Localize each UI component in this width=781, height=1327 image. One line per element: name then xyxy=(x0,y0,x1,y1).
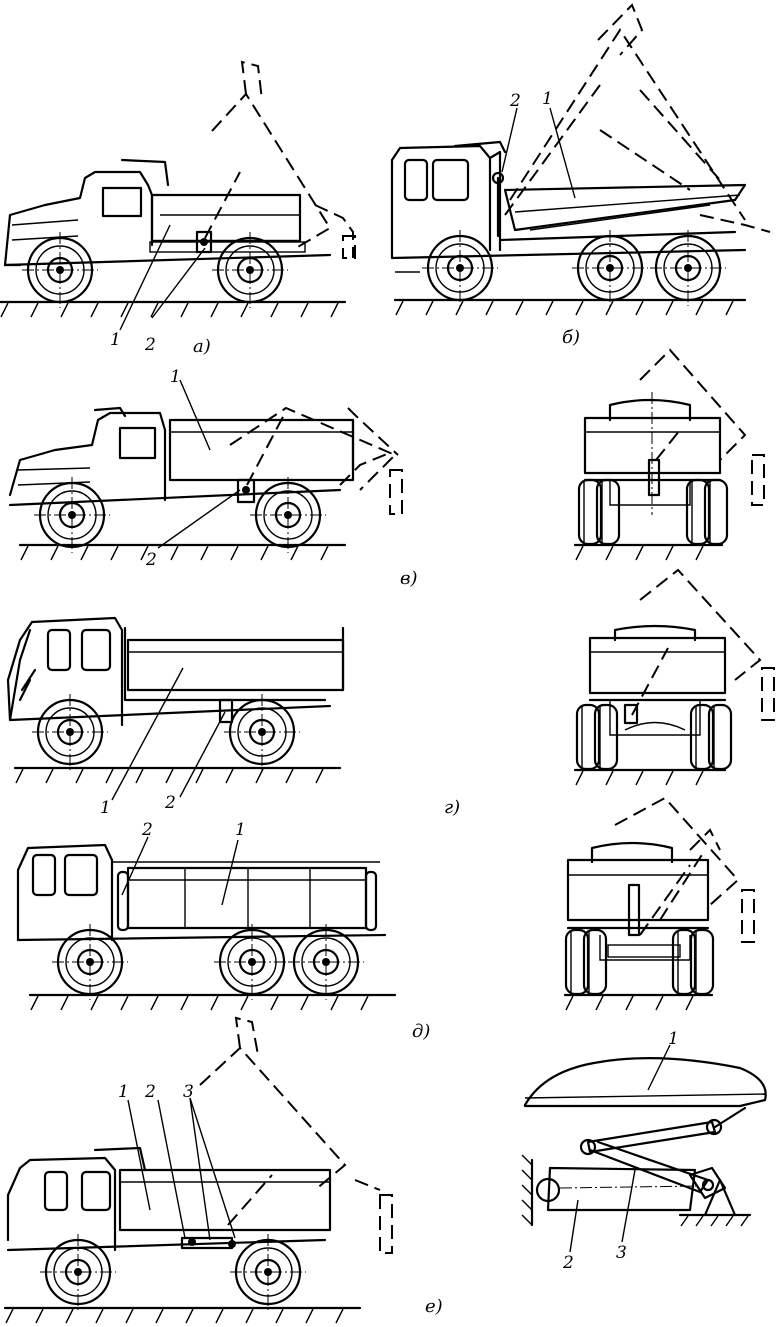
label-cylinder: 2 xyxy=(144,1082,156,1102)
caption-a: а) xyxy=(193,336,211,357)
leader-lines xyxy=(111,667,226,801)
ground-line xyxy=(0,300,347,318)
detail-wall xyxy=(521,1154,534,1227)
detail-linkage xyxy=(579,1106,747,1200)
ground-line xyxy=(573,768,727,786)
tipped-body-dashed xyxy=(211,60,356,259)
rear-wheel xyxy=(222,692,302,772)
label-cylinder: 2 xyxy=(141,820,153,840)
ground-line xyxy=(3,1306,362,1324)
label-linkage: 3 xyxy=(183,1082,194,1102)
truck-body xyxy=(6,1146,332,1252)
rear-wheel xyxy=(248,475,328,555)
tipped-body-dashed xyxy=(639,568,775,721)
panel-e-linkage-detail: 1 2 3 xyxy=(521,1029,767,1273)
label-body: 1 xyxy=(118,1082,129,1102)
caption-b: б) xyxy=(562,327,580,348)
rear-wheel xyxy=(228,1232,308,1312)
truck-body xyxy=(390,140,747,273)
hydraulic-lift-cylinder xyxy=(627,849,706,937)
panel-b: 2 1 б) xyxy=(390,3,771,348)
hydraulic-lift-cylinder xyxy=(180,1174,273,1250)
middle-wheel xyxy=(570,228,650,308)
label-detail-cylinder: 2 xyxy=(562,1253,574,1273)
hydraulic-lift-cylinder xyxy=(236,412,286,504)
front-wheel xyxy=(20,230,100,310)
leader-lines xyxy=(119,224,206,331)
ground-line xyxy=(13,766,342,784)
truck-body xyxy=(16,843,387,942)
tipped-body-dashed xyxy=(614,796,755,943)
label-body: 1 xyxy=(170,367,181,387)
panel-e-side-view: 1 2 3 е) xyxy=(3,1016,443,1324)
front-wheel xyxy=(420,228,500,308)
front-wheel xyxy=(38,1232,118,1312)
rear-wheel xyxy=(648,228,728,308)
label-body: 1 xyxy=(110,330,121,350)
panel-a: 1 2 а) xyxy=(0,60,356,357)
tipped-body-dashed xyxy=(639,348,765,506)
tipped-body-dashed xyxy=(199,1016,393,1254)
label-cylinder: 2 xyxy=(145,550,157,570)
leader-lines xyxy=(157,379,241,549)
leader-lines xyxy=(121,836,239,906)
front-wheel xyxy=(32,475,112,555)
caption-v: в) xyxy=(400,568,418,589)
hydraulic-lift-cylinder xyxy=(647,429,681,497)
label-cylinder: 2 xyxy=(509,91,521,111)
hydraulic-lift-cylinder xyxy=(491,84,601,238)
hydraulic-lift-cylinder xyxy=(623,647,669,725)
rear-body xyxy=(588,624,727,736)
rear-body xyxy=(583,392,722,515)
leader-lines xyxy=(127,1097,236,1241)
label-cylinder: 2 xyxy=(164,793,176,813)
panel-v-rear-view xyxy=(573,348,765,561)
label-cylinder: 2 xyxy=(144,335,156,355)
panel-g-side-view: 1 2 г) xyxy=(6,616,460,818)
label-detail-linkage: 3 xyxy=(616,1243,627,1263)
tipped-body-dashed xyxy=(229,406,403,515)
truck-body xyxy=(3,158,332,267)
front-wheel xyxy=(30,692,110,772)
truck-body xyxy=(6,616,345,727)
detail-cylinder xyxy=(535,1166,701,1212)
ground-line xyxy=(573,543,724,561)
panel-g-rear-view xyxy=(573,568,775,786)
ground-line xyxy=(28,993,397,1011)
tipped-body-dashed xyxy=(509,3,771,233)
panel-d-side-view: 2 1 д) xyxy=(16,820,430,1042)
caption-d: д) xyxy=(412,1021,430,1042)
ground-line xyxy=(18,543,347,561)
rear-wheel xyxy=(210,230,290,310)
ground-line xyxy=(393,298,747,316)
leader-lines xyxy=(569,1044,671,1253)
detail-body xyxy=(523,1057,767,1108)
leader-lines xyxy=(501,107,576,199)
panel-v-side-view: 1 2 в) xyxy=(8,367,418,589)
caption-g: г) xyxy=(444,797,460,818)
truck-body xyxy=(8,406,355,507)
hydraulic-lift-cylinder xyxy=(195,171,241,254)
panel-d-rear-view xyxy=(563,796,755,1011)
label-body: 1 xyxy=(542,89,553,109)
front-wheel xyxy=(50,922,130,1002)
label-body: 1 xyxy=(235,820,246,840)
label-detail-body: 1 xyxy=(668,1029,679,1049)
label-body: 1 xyxy=(100,798,111,818)
ground-line xyxy=(563,993,714,1011)
caption-e: е) xyxy=(425,1296,443,1317)
